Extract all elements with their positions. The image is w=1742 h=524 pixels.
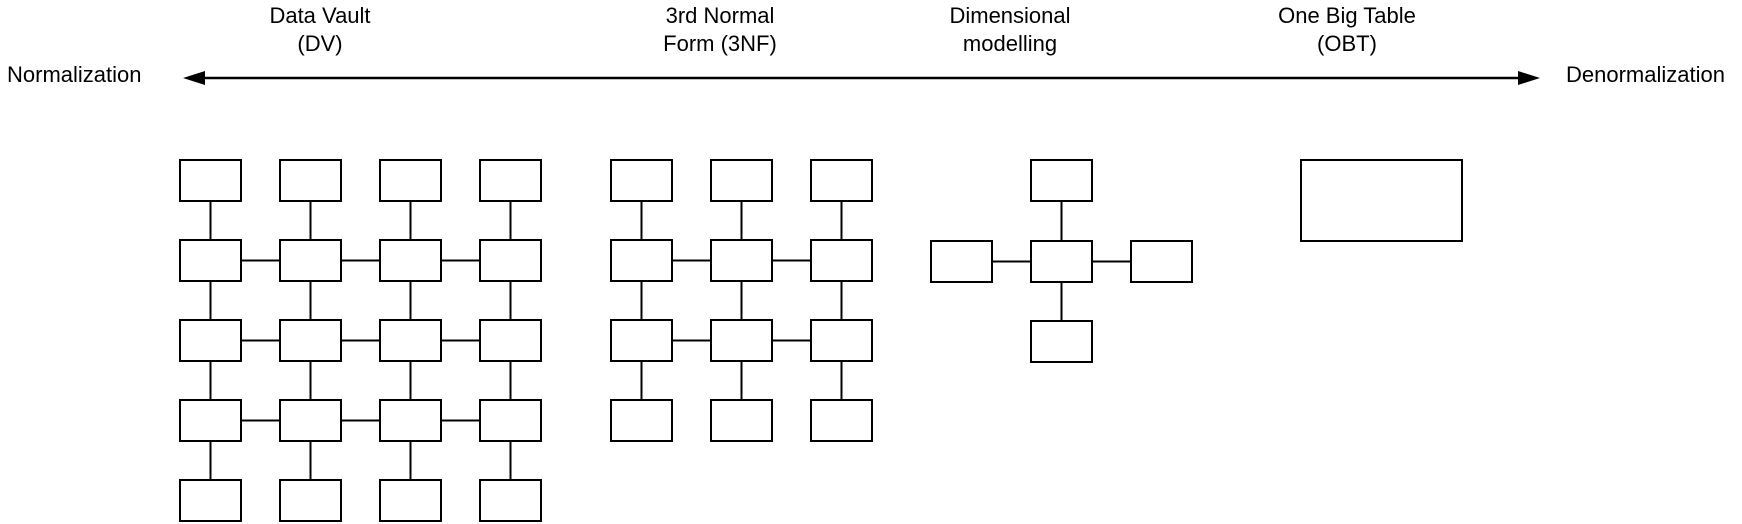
arrowhead-right-icon [1518, 71, 1540, 85]
arrowhead-left-icon [183, 71, 205, 85]
table-box [1030, 320, 1093, 363]
table-box [479, 159, 542, 202]
table-box [710, 399, 773, 442]
section-label-line: One Big Table [1278, 3, 1416, 28]
table-box [479, 479, 542, 522]
table-box [1030, 159, 1093, 202]
table-box [179, 399, 242, 442]
section-label-obt: One Big Table (OBT) [1278, 2, 1416, 58]
table-box [379, 159, 442, 202]
section-label-data-vault: Data Vault (DV) [269, 2, 370, 58]
table-box [610, 159, 673, 202]
section-label-dimensional: Dimensional modelling [949, 2, 1070, 58]
denormalization-label: Denormalization [1566, 62, 1725, 87]
table-box [279, 399, 342, 442]
table-box [1300, 159, 1463, 242]
table-box [710, 159, 773, 202]
table-box [810, 159, 873, 202]
section-label-line: Form (3NF) [663, 31, 777, 56]
table-box [810, 239, 873, 282]
section-label-line: (OBT) [1317, 31, 1377, 56]
table-box [179, 479, 242, 522]
table-box [379, 399, 442, 442]
table-box [1130, 240, 1193, 283]
section-label-3nf: 3rd Normal Form (3NF) [663, 2, 777, 58]
table-box [379, 319, 442, 362]
table-box [810, 399, 873, 442]
section-label-line: 3rd Normal [665, 3, 775, 28]
table-box [479, 239, 542, 282]
section-label-line: (DV) [297, 31, 343, 56]
table-box [479, 319, 542, 362]
table-box [379, 479, 442, 522]
section-label-line: Dimensional [949, 3, 1071, 28]
table-box [610, 319, 673, 362]
table-box [279, 319, 342, 362]
table-box [930, 240, 993, 283]
table-box [710, 239, 773, 282]
table-box [179, 159, 242, 202]
table-box [810, 319, 873, 362]
table-box [279, 159, 342, 202]
table-box [710, 319, 773, 362]
table-box [610, 239, 673, 282]
section-label-line: modelling [962, 31, 1058, 56]
normalization-label: Normalization [7, 62, 142, 87]
table-box [479, 399, 542, 442]
table-box [1030, 240, 1093, 283]
table-box [279, 239, 342, 282]
table-box [279, 479, 342, 522]
table-box [610, 399, 673, 442]
table-box [179, 239, 242, 282]
table-box [379, 239, 442, 282]
section-label-line: Data Vault [269, 3, 371, 28]
table-box [179, 319, 242, 362]
